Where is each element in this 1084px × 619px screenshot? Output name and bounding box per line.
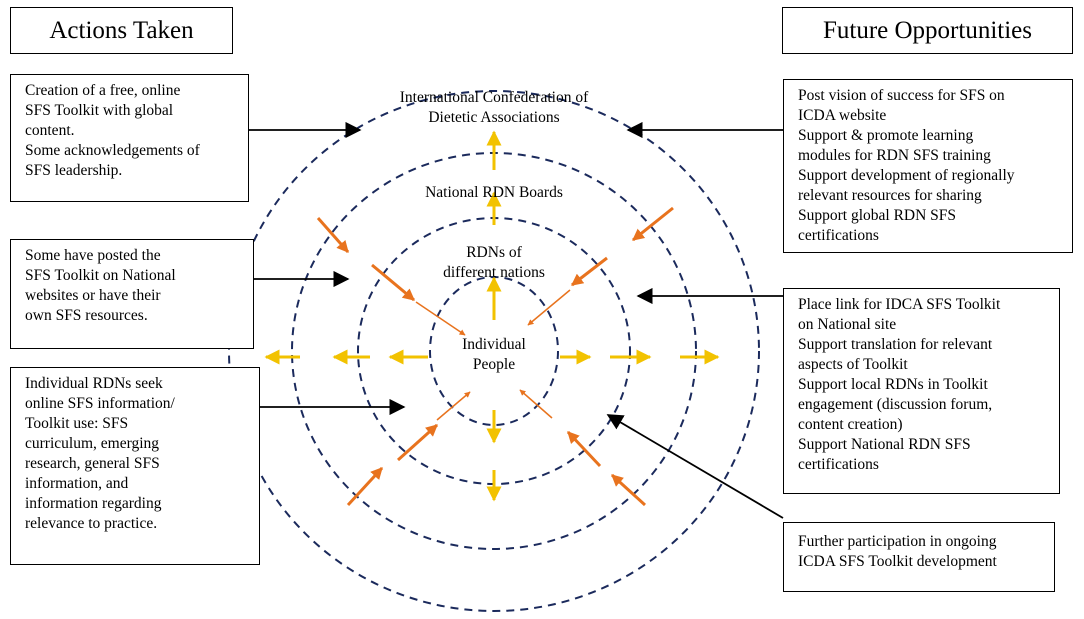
inward-arrow-se-2 <box>566 430 602 468</box>
inward-arrow-sw-1 <box>346 466 384 507</box>
inward-arrow-se-3 <box>519 389 553 419</box>
opportunity-international-line: certifications <box>798 227 879 244</box>
label-rdns-of-nations: RDNs of different nations <box>414 243 574 283</box>
opportunity-national-line: aspects of Toolkit <box>798 356 908 373</box>
opportunity-national-line: Place link for IDCA SFS Toolkit <box>798 296 1001 313</box>
action-national-line: websites or have their <box>25 287 161 304</box>
action-national-line: own SFS resources. <box>25 307 148 324</box>
action-individual-line: curriculum, emerging <box>25 435 160 452</box>
action-international-line: content. <box>25 122 75 139</box>
action-international-line: Creation of a free, online <box>25 82 181 99</box>
opportunity-national-line: Support National RDN SFS <box>798 436 971 453</box>
label-individual-people: Individual People <box>444 335 544 375</box>
action-individual-line: online SFS information/ <box>25 395 175 412</box>
action-international-line: SFS Toolkit with global <box>25 102 174 119</box>
inward-arrow-ne-2 <box>571 256 608 287</box>
action-individual-line: research, general SFS <box>25 455 160 472</box>
future-opportunities-header: Future Opportunities <box>782 7 1073 54</box>
label-international-confederation: International Confederation of Dietetic … <box>364 88 624 128</box>
opportunity-toolkit-line: Further participation in ongoing <box>798 533 997 550</box>
opportunity-international-line: Support & promote learning <box>798 127 974 144</box>
label-international-line: International Confederation of <box>399 89 589 106</box>
connector-opportunity-toolkit <box>606 414 784 519</box>
opportunity-national-line: on National site <box>798 316 897 333</box>
inward-arrow-sw-3 <box>436 391 471 421</box>
ring-international <box>228 90 760 612</box>
action-individual-line: Toolkit use: SFS <box>25 415 129 432</box>
opportunity-national-line: Support translation for relevant <box>798 336 993 353</box>
opportunity-national-line: content creation) <box>798 416 903 433</box>
opportunity-international-line: Post vision of success for SFS on <box>798 87 1005 104</box>
action-national-line: SFS Toolkit on National <box>25 267 176 284</box>
label-rdns-line: RDNs of <box>466 244 522 261</box>
opportunity-international-line: ICDA website <box>798 107 887 124</box>
label-national-line: National RDN Boards <box>425 184 563 201</box>
action-national-line: Some have posted the <box>25 247 161 264</box>
action-box-international: Creation of a free, online SFS Toolkit w… <box>10 74 249 202</box>
inward-arrow-sw-2 <box>396 423 439 462</box>
opportunity-national-line: engagement (discussion forum, <box>798 396 993 413</box>
opportunity-national-line: certifications <box>798 456 879 473</box>
label-individual-line: Individual <box>462 336 526 353</box>
opportunity-box-toolkit: Further participation in ongoing ICDA SF… <box>783 522 1055 592</box>
actions-taken-header: Actions Taken <box>10 7 233 54</box>
future-opportunities-title: Future Opportunities <box>822 16 1032 44</box>
action-international-line: SFS leadership. <box>25 162 123 179</box>
inward-arrow-ne-3 <box>527 289 571 326</box>
action-individual-line: information regarding <box>25 495 162 512</box>
opportunity-international-line: Support global RDN SFS <box>798 207 957 224</box>
inward-arrow-nw-2 <box>371 263 415 302</box>
action-individual-line: information, and <box>25 475 129 492</box>
inward-arrow-nw-3 <box>415 301 466 336</box>
label-national-rdn-boards: National RDN Boards <box>384 183 604 203</box>
opportunity-national-line: Support local RDNs in Toolkit <box>798 376 988 393</box>
action-international-line: Some acknowledgements of <box>25 142 200 159</box>
opportunity-toolkit-line: ICDA SFS Toolkit development <box>798 553 997 570</box>
label-rdns-line: different nations <box>443 264 545 281</box>
inward-arrow-se-1 <box>610 473 647 507</box>
opportunity-box-national: Place link for IDCA SFS Toolkit on Natio… <box>783 288 1060 494</box>
actions-taken-title: Actions Taken <box>49 16 194 44</box>
label-individual-line: People <box>472 356 516 373</box>
opportunity-international-line: relevant resources for sharing <box>798 187 982 204</box>
action-individual-line: Individual RDNs seek <box>25 375 163 392</box>
opportunity-international-line: modules for RDN SFS training <box>798 147 991 164</box>
opportunity-box-international: Post vision of success for SFS on ICDA w… <box>783 79 1073 253</box>
label-international-line: Dietetic Associations <box>428 109 560 126</box>
inward-arrow-ne-1 <box>632 206 674 242</box>
action-box-national: Some have posted the SFS Toolkit on Nati… <box>10 239 254 349</box>
opportunity-international-line: Support development of regionally <box>798 167 1015 184</box>
inward-arrow-nw-1 <box>316 217 350 253</box>
action-individual-line: relevance to practice. <box>25 515 158 532</box>
action-box-individual: Individual RDNs seek online SFS informat… <box>10 367 260 565</box>
